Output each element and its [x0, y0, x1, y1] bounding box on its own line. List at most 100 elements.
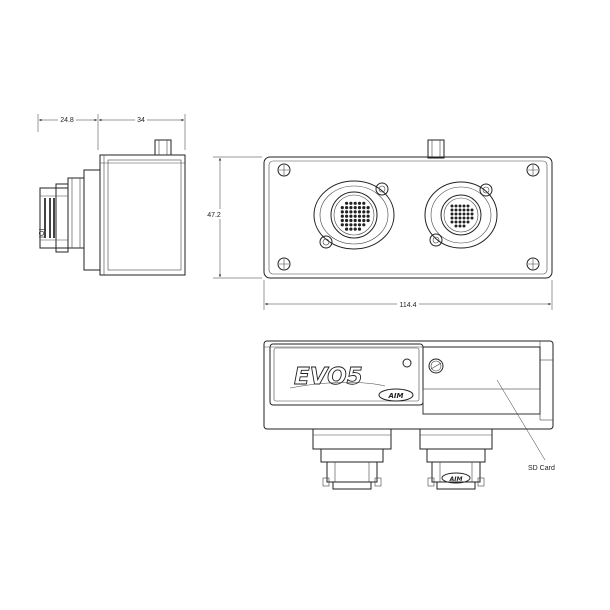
connector-pin [466, 216, 470, 220]
side-view: 24.8 34 IOI [37, 114, 186, 276]
connector-pin [349, 210, 353, 214]
dimension-label-side-width: 34 [137, 117, 145, 124]
connector-pin [353, 210, 357, 214]
top-connector-left [312, 428, 392, 490]
connector-pin [362, 206, 366, 210]
connector-pin [345, 223, 349, 227]
connector-pins [450, 204, 474, 228]
connector-pin [357, 210, 362, 214]
connector-pin [357, 227, 362, 231]
connector-pin [462, 220, 466, 224]
dimension-side-width: 34 [99, 114, 186, 150]
front-view: 47.2 114.4 [205, 139, 553, 310]
connector-pin [462, 204, 466, 208]
top-view: EVO5 AIM SD Card [263, 340, 555, 490]
connector-pin [458, 204, 462, 208]
connector-pin [340, 223, 344, 227]
connector-pin [357, 218, 362, 223]
connector-pin [454, 204, 458, 208]
connector-pin [458, 224, 462, 228]
connector-pin [349, 218, 353, 223]
connector-pin [366, 218, 370, 223]
connector-pin [345, 227, 349, 231]
connector-pin [454, 208, 458, 212]
front-connector-left [313, 180, 395, 250]
connector-pin [454, 212, 458, 216]
connector-pin [340, 210, 344, 214]
connector-pin [462, 216, 466, 220]
connector-pin [353, 214, 357, 218]
connector-pin [340, 206, 344, 210]
connector-pin [462, 212, 466, 216]
connector-pin [345, 214, 349, 218]
connector-pin [466, 220, 470, 224]
connector-pin [362, 210, 366, 214]
sd-card-door [422, 346, 541, 415]
dimension-label-side-depth: 24.8 [60, 117, 74, 124]
sd-card-label: SD Card [528, 465, 555, 472]
connector-pin [454, 216, 458, 220]
connector-pin [458, 216, 462, 220]
connector-pin [357, 214, 362, 218]
connector-pin [353, 227, 357, 231]
connector-pin [466, 212, 470, 216]
screw-icon [277, 163, 291, 177]
dimension-height: 47.2 [205, 156, 262, 279]
connector-pin [470, 208, 474, 212]
screw-icon [277, 257, 291, 271]
connector-brand-logo: AIM [449, 476, 463, 483]
connector-pin [366, 214, 370, 218]
connector-pin [357, 223, 362, 227]
connector-pin [349, 227, 353, 231]
front-plate [263, 156, 553, 279]
connector-pin [353, 218, 357, 223]
connector-pins [340, 201, 370, 231]
top-body [263, 340, 554, 430]
connector-pin [470, 212, 474, 216]
product-logo: EVO5 [294, 364, 363, 390]
connector-pin [353, 201, 357, 205]
dimension-length: 114.4 [263, 280, 553, 310]
connector-pin [458, 208, 462, 212]
connector-pin [345, 206, 349, 210]
connector-pin [450, 216, 454, 220]
connector-pin [366, 206, 370, 210]
side-top-tab [154, 139, 172, 156]
connector-pin [340, 214, 344, 218]
screw-icon [428, 358, 444, 374]
connector-pin [454, 220, 458, 224]
brand-logo: AIM [388, 392, 404, 400]
connector-pin [362, 201, 366, 205]
connector-pin [357, 206, 362, 210]
sd-card-leader [496, 379, 546, 461]
front-top-tab [427, 139, 445, 159]
connector-pin [349, 206, 353, 210]
connector-pin [357, 201, 362, 205]
status-led [402, 358, 412, 368]
connector-pin [454, 224, 458, 228]
side-connector: IOI [39, 169, 101, 271]
connector-pin [340, 218, 344, 223]
screw-icon [526, 257, 540, 271]
connector-pin [466, 204, 470, 208]
connector-pin [349, 223, 353, 227]
connector-pin [362, 214, 366, 218]
connector-pin [345, 210, 349, 214]
side-marking: IOI [39, 229, 46, 238]
connector-pin [345, 201, 349, 205]
connector-pin [366, 210, 370, 214]
connector-pin [349, 201, 353, 205]
dimension-label-height: 47.2 [207, 212, 221, 219]
connector-pin [466, 208, 470, 212]
connector-pin [462, 208, 466, 212]
connector-pin [450, 212, 454, 216]
brand-badge: AIM [378, 388, 414, 402]
connector-pin [462, 224, 466, 228]
top-connector-right: AIM [419, 428, 493, 490]
connector-pin [450, 220, 454, 224]
connector-pin [450, 208, 454, 212]
connector-pin [458, 220, 462, 224]
screw-icon [526, 163, 540, 177]
connector-pin [362, 223, 366, 227]
